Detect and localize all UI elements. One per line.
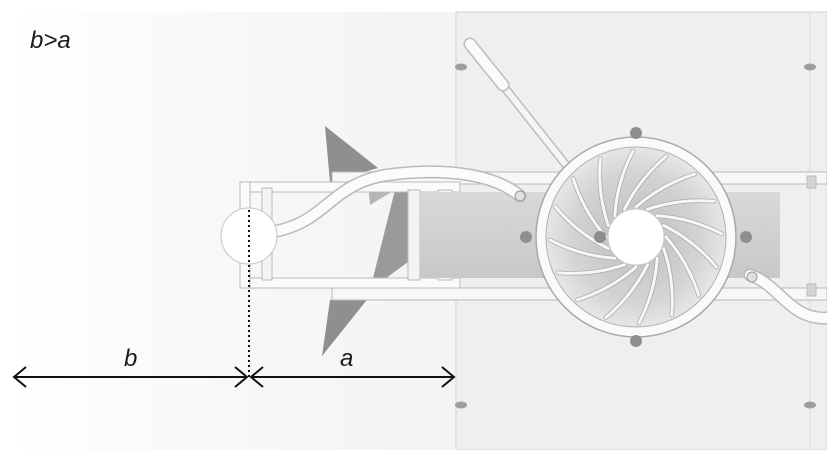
sinuous-arm [265,165,827,325]
fin-shadow [370,190,408,290]
bolt [630,127,642,139]
upper-fin [325,126,378,182]
mounting-hole [455,401,467,409]
dimension-arrow-b [12,366,249,388]
drum-vane [664,235,701,298]
mounting-hole [455,63,467,71]
condition-label: b>a [30,27,71,54]
drum-vane [662,247,674,317]
drum-vane [553,205,610,250]
drum-vane [598,157,610,227]
handle-lever [463,37,571,170]
drum-vane [646,199,716,211]
drum-vane [556,263,626,275]
lower-fin [322,286,378,356]
mounting-holes [455,63,816,409]
drum-vane [623,154,668,211]
mounting-hole [804,63,816,71]
drum-vane [548,238,617,260]
drum-vane [634,172,697,209]
dimension-arrow-a [249,366,456,388]
drum-bolts [520,127,752,347]
drum-vane [575,265,638,302]
drum-vane [613,149,635,218]
drum-vane [604,263,649,320]
drum-vane [662,224,719,269]
dimension-a-label: a [340,345,353,372]
drum-hub [607,208,665,266]
iris-drum [535,136,737,338]
bolt [630,335,642,347]
drum-vane [637,256,659,325]
mounting-hole [804,401,816,409]
bolt [740,231,752,243]
arm-pivot [514,190,526,202]
arm-pivot [746,271,758,283]
hub-shadow [594,231,606,243]
dimension-b-label: b [124,345,137,372]
bolt [520,231,532,243]
drum-vane [655,214,724,236]
